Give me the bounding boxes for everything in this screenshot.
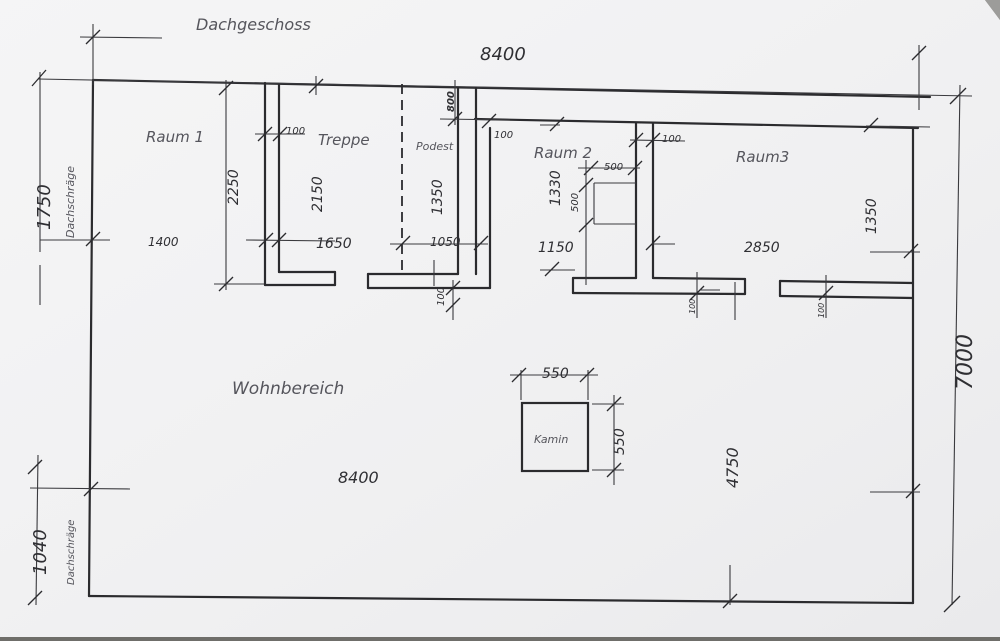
- dim-living-height: 4750: [723, 447, 742, 488]
- kamin: [510, 367, 624, 485]
- interior-walls: [214, 76, 915, 320]
- side-label-dachschraege-top: Dachschräge: [64, 166, 77, 238]
- dim-wall-100-f: 100: [817, 303, 826, 318]
- dim-wall-100-a: 100: [286, 126, 305, 137]
- dim-raum3-height: 1350: [864, 198, 880, 234]
- room-label-podest: Podest: [416, 140, 454, 153]
- dim-left-upper: 1750: [34, 184, 55, 230]
- dim-overall-height: 7000: [953, 334, 978, 390]
- dim-wall-100-b: 100: [436, 287, 447, 306]
- dim-raum3-width: 2850: [744, 240, 780, 256]
- dim-left-lower: 1040: [30, 529, 51, 575]
- dim-wall-100-d: 100: [662, 134, 681, 145]
- room-label-raum3: Raum3: [736, 148, 789, 166]
- dim-podest-width: 1050: [430, 235, 461, 249]
- room-label-raum1: Raum 1: [146, 128, 204, 146]
- dimension-lines: [27, 24, 973, 613]
- room-label-treppe: Treppe: [318, 131, 370, 149]
- room-label-kamin: Kamin: [534, 433, 568, 446]
- side-label-dachschraege-bottom: Dachschräge: [66, 520, 77, 585]
- dim-top-width: 8400: [480, 44, 526, 65]
- dim-shaft-height: 500: [570, 193, 581, 212]
- dim-shaft-width: 500: [604, 162, 623, 173]
- dim-raum1-height: 2250: [226, 169, 242, 205]
- room-label-raum2: Raum 2: [534, 144, 592, 162]
- dim-podest-height: 1350: [430, 179, 446, 215]
- dim-kamin-width: 550: [542, 366, 569, 382]
- dim-raum2-height: 1330: [548, 170, 564, 206]
- dim-kamin-height: 550: [612, 428, 628, 455]
- dim-wall-100-e: 100: [688, 299, 697, 314]
- dim-living-width: 8400: [338, 468, 379, 487]
- dim-treppe-width: 1650: [316, 236, 352, 252]
- dim-treppe-height: 2150: [310, 176, 326, 212]
- dim-raum2-width: 1150: [538, 240, 574, 256]
- room-label-wohnbereich: Wohnbereich: [232, 379, 344, 399]
- dim-raum1-width: 1400: [148, 235, 179, 249]
- dim-wall-100-c: 100: [494, 130, 513, 141]
- drawing-title: Dachgeschoss: [196, 15, 311, 34]
- dim-podest-top: 800: [446, 91, 457, 112]
